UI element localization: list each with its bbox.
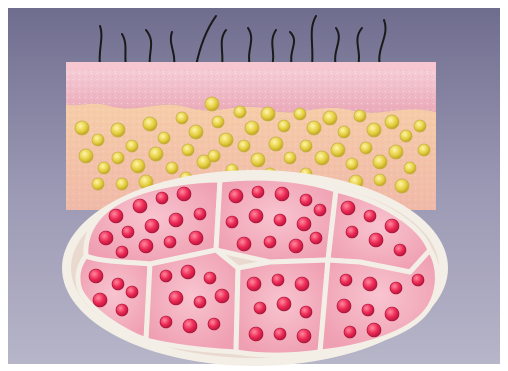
epidermis-layer: [66, 62, 436, 113]
